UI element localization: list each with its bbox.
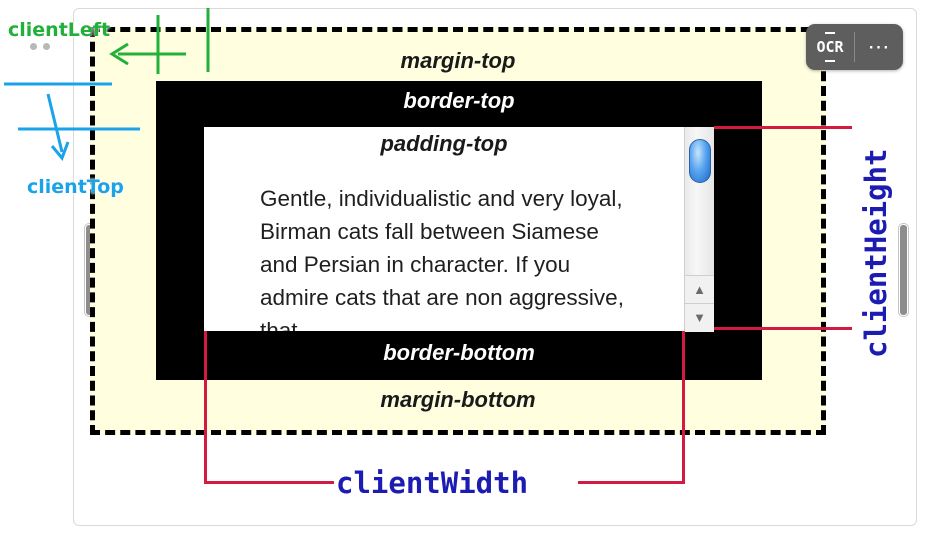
more-options-button[interactable]: ⋯ [855, 24, 903, 70]
scrollbar[interactable]: ▲ ▼ [684, 127, 714, 332]
client-height-label: clientHeight [859, 148, 893, 358]
content-text: Gentle, individualistic and very loyal, … [260, 186, 624, 331]
margin-top-label: margin-top [400, 48, 516, 73]
client-width-bottom-left-line [204, 481, 334, 484]
client-height-top-line [714, 126, 852, 129]
client-top-arrow-head [50, 141, 70, 161]
padding-top-label: padding-top [380, 131, 508, 156]
scan-frame-icon [812, 32, 848, 62]
border-bottom-label: border-bottom [383, 340, 535, 365]
ocr-button[interactable]: OCR [806, 24, 854, 70]
right-resize-handle[interactable] [899, 224, 908, 316]
padding-area: padding-top Gentle, individualistic and … [204, 127, 714, 331]
more-options-icon: ⋯ [867, 34, 891, 59]
client-width-bottom-right-line [578, 481, 685, 484]
client-width-right-line [682, 331, 685, 484]
client-height-bottom-line [714, 327, 852, 330]
image-toolbar: OCR ⋯ [806, 24, 903, 70]
drag-dots-icon[interactable] [30, 43, 54, 51]
scroll-thumb[interactable] [689, 139, 711, 183]
margin-bottom-label: margin-bottom [380, 387, 536, 412]
client-width-left-line [204, 331, 207, 484]
client-top-label: clientTop [27, 176, 124, 198]
scroll-down-arrow-icon[interactable]: ▼ [685, 303, 714, 332]
toolbar-divider [854, 32, 855, 62]
ocr-button-label: OCR [816, 38, 844, 56]
client-left-label: clientLeft [8, 19, 111, 41]
border-top-label: border-top [403, 88, 515, 113]
scroll-up-arrow-icon[interactable]: ▲ [685, 275, 714, 304]
client-width-label: clientWidth [336, 466, 529, 500]
client-top-arrow-shaft [46, 93, 64, 153]
